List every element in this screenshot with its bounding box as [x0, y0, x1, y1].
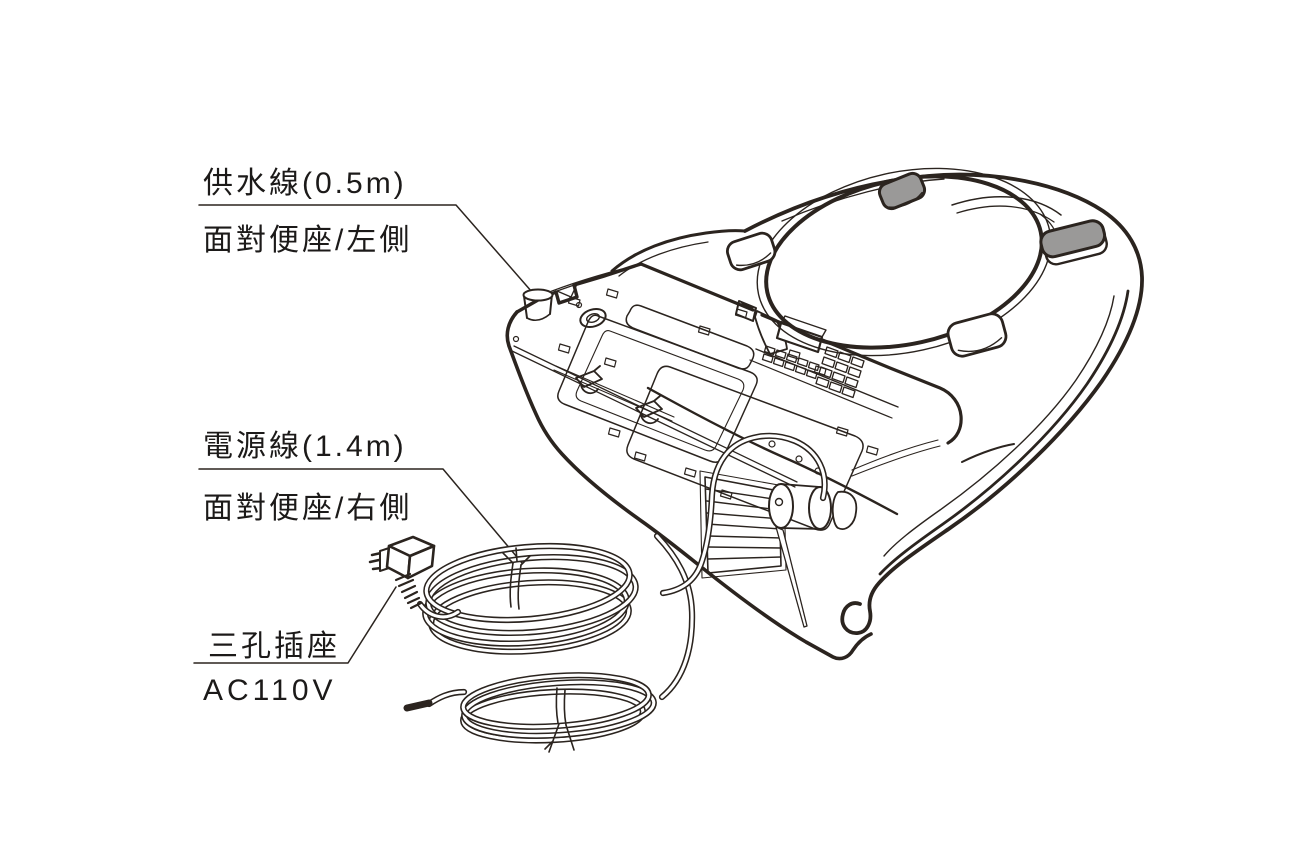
damper-foot [831, 490, 858, 530]
power-cord [420, 436, 825, 658]
cable-clip [575, 365, 663, 425]
water-inlet [522, 283, 578, 322]
cord-cable-tie [502, 547, 531, 610]
seat-bumpers [726, 171, 1108, 358]
label-plug-title: 三孔插座 [208, 630, 340, 663]
seat-outer-edge [743, 172, 1144, 635]
label-plug-voltage: AC110V [203, 674, 337, 707]
control-contacts [761, 345, 820, 380]
plug-strain-relief [394, 572, 423, 610]
hose-tip [403, 699, 433, 712]
label-power-cord-title: 電源線(1.4m) [203, 430, 407, 463]
leader-lines [193, 204, 533, 664]
label-water-supply-title: 供水線(0.5m) [203, 167, 407, 200]
cord-roller [768, 483, 832, 530]
leader-line-power-cord [198, 468, 523, 564]
bumper-white-front [946, 312, 1008, 358]
hose-cable-tie [544, 687, 575, 753]
label-water-supply-subtitle: 面對便座/左側 [203, 224, 413, 257]
power-plug-icon [368, 535, 436, 610]
base-body [505, 229, 963, 661]
vent-grille [699, 470, 787, 579]
bumper-gray-top [877, 171, 927, 211]
drain-rod [775, 526, 808, 628]
bumper-gray-right [1039, 219, 1108, 266]
hinge-boundary [639, 262, 755, 312]
leader-line-water-supply [198, 204, 533, 293]
base-outline [505, 310, 873, 661]
water-supply-hose [403, 536, 692, 753]
label-power-cord-subtitle: 面對便座/右側 [203, 492, 413, 525]
grommet [579, 307, 607, 329]
leader-line-plug [193, 586, 397, 664]
rear-cover-arc [610, 229, 747, 273]
bumper-white-left [726, 231, 777, 272]
front-face-edge [646, 386, 899, 516]
